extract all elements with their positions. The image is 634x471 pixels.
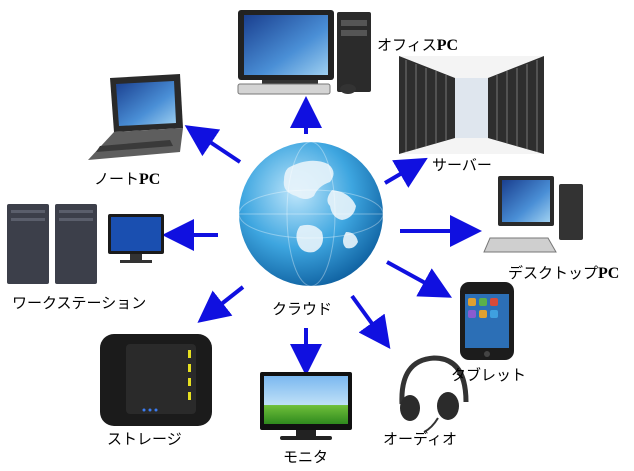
desktop-pc-label-suffix: PC	[598, 265, 620, 282]
storage-icon	[100, 334, 212, 426]
arrow-server	[383, 157, 428, 188]
arrow-storage	[197, 285, 245, 323]
notebook-pc-label-text: ノート	[94, 170, 140, 188]
desktop-pc-label-text: デスクトップ	[508, 264, 599, 282]
globe-icon	[238, 141, 384, 287]
arrow-audio	[350, 294, 391, 349]
headphones-icon	[399, 355, 469, 433]
office-pc-label-suffix: PC	[436, 37, 459, 54]
desktop-pc-label: デスクトップPC	[508, 266, 619, 282]
workstation-icon	[7, 204, 164, 284]
audio-label: オーディオ	[383, 430, 457, 448]
connection-arrows	[162, 96, 482, 376]
tablet-label: タブレット	[451, 366, 527, 384]
notebook-pc-label-suffix: PC	[139, 171, 161, 188]
office-pc-label: オフィスPC	[377, 38, 458, 54]
arrow-notebook-pc	[184, 125, 242, 164]
tablet-icon	[460, 282, 514, 360]
office-pc-icon	[237, 10, 371, 95]
arrow-tablet	[386, 260, 453, 298]
cloud-label: クラウド	[272, 300, 333, 318]
notebook-pc-label: ノートPC	[94, 172, 160, 188]
desktop-pc-icon	[483, 176, 583, 253]
office-pc-label-text: オフィス	[377, 36, 437, 54]
monitor-icon	[260, 372, 352, 440]
server-label: サーバー	[432, 156, 492, 174]
notebook-pc-icon	[88, 74, 183, 160]
server-icon	[399, 56, 544, 154]
storage-label: ストレージ	[107, 430, 182, 448]
monitor-label: モニタ	[283, 448, 329, 466]
workstation-label: ワークステーション	[12, 294, 147, 312]
